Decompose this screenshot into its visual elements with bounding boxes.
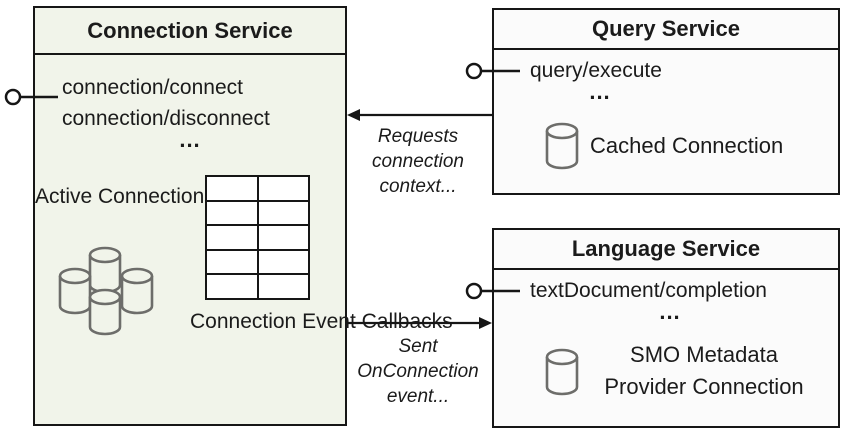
query-service-box: Query Service query/execute ... Cached C… [492,8,840,195]
callbacks-label: Connection Event Callbacks [190,310,453,333]
query-methods-ellipsis: ... [589,79,611,104]
method-textdocument-completion: textDocument/completion [530,279,767,302]
table-cell [258,226,308,249]
language-methods-ellipsis: ... [659,299,681,324]
table-cell [207,226,257,249]
smo-metadata-label: SMO Metadata Provider Connection [604,342,804,399]
active-connections-label: Active Connections [35,185,215,208]
cached-connection-label: Cached Connection [590,133,784,158]
table-cell [258,275,308,298]
table-cell [258,177,308,200]
methods-ellipsis: ... [179,127,201,152]
request-context-arrow-label: Requests connection context... [372,126,464,197]
method-connection-connect: connection/connect [62,76,243,99]
query-service-title: Query Service [494,10,838,50]
method-connection-disconnect: connection/disconnect [62,107,270,130]
language-service-box: Language Service textDocument/completion… [492,228,840,428]
onconnection-arrow-label: Sent OnConnection event... [357,336,479,407]
connection-service-box: Connection Service connection/connect co… [33,6,453,426]
table-cell [207,177,257,200]
language-service-title: Language Service [494,230,838,270]
request-context-arrow-icon [347,109,492,121]
connection-service-title: Connection Service [35,8,345,55]
table-cell [207,250,257,274]
active-connections-cluster-icon [58,246,154,336]
connection-service-methods: connection/connect connection/disconnect [62,72,322,134]
table-cell [207,275,257,298]
table-cell [258,250,308,274]
callbacks-table-icon [205,175,310,300]
table-cell [207,201,257,225]
cached-connection-cylinder-icon [545,122,579,170]
table-cell [258,201,308,225]
smo-metadata-cylinder-icon [545,348,579,396]
method-query-execute: query/execute [530,59,662,82]
